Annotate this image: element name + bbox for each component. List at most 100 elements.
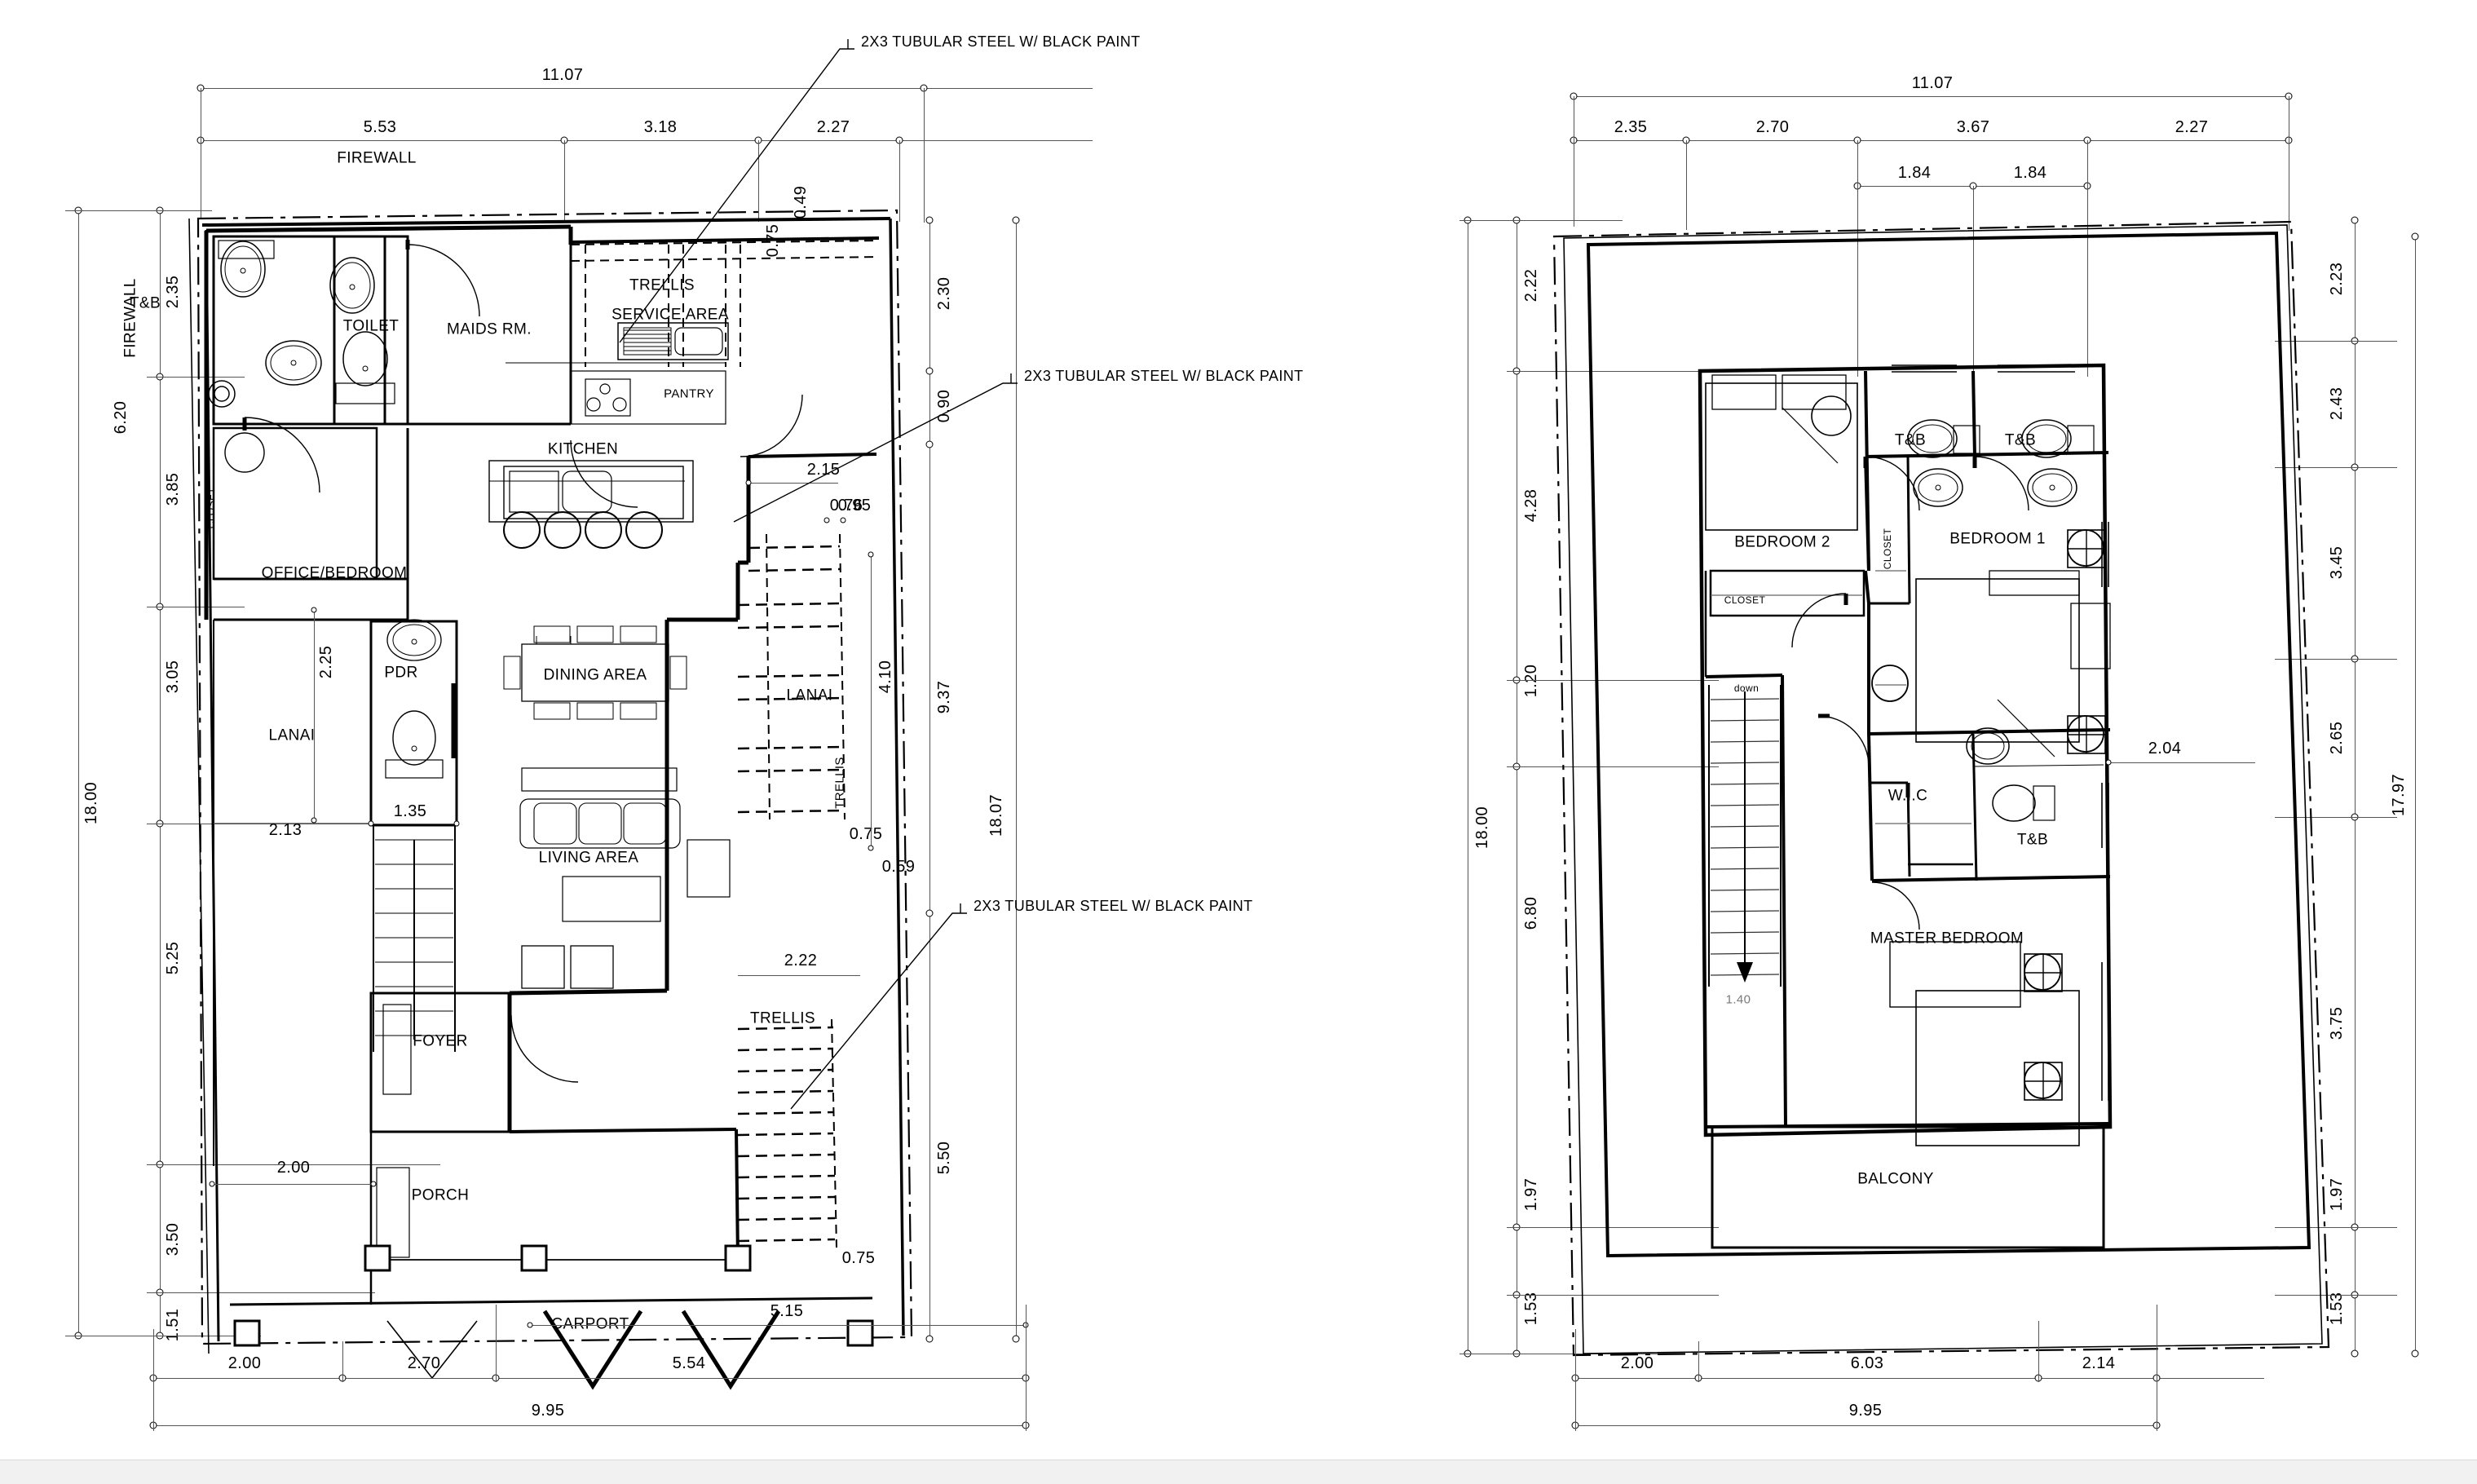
dim-line-right-overall xyxy=(1016,220,1017,1339)
dim-bot-secondary: 5.15 xyxy=(770,1302,804,1320)
dim2-left-5: 1.97 xyxy=(1522,1177,1540,1212)
dim-interior-225: 2.25 xyxy=(317,645,335,679)
dim-interior-135: 1.35 xyxy=(393,802,427,820)
dim2-line-bot-chain xyxy=(1575,1378,2264,1379)
room-label-2f-tb-2: T&B xyxy=(2004,431,2037,449)
room-label-trellis-1: TRELLIS xyxy=(629,276,695,294)
dim-bot-3: 5.54 xyxy=(672,1354,706,1372)
room-label-lanai-2: LANAI xyxy=(786,687,833,704)
room-label-bedroom-1: BEDROOM 1 xyxy=(1949,530,2046,548)
dim2-line-bot-overall xyxy=(1575,1425,2157,1426)
room-label-trellis-2: TRELLIS xyxy=(832,757,847,809)
page-bottom-band xyxy=(0,1460,2477,1484)
dim-line-left-chain xyxy=(160,210,161,1336)
dim-bot-2: 2.70 xyxy=(407,1354,441,1372)
dim2-right-4: 2.65 xyxy=(2328,721,2346,755)
dim-line-top-overall xyxy=(201,88,1093,89)
dim-line-right-chain xyxy=(929,220,930,1339)
room-label-master-bedroom: MASTER BEDROOM xyxy=(1870,930,2024,947)
dim2-right-overall: 17.97 xyxy=(2390,773,2408,817)
dim2-right-5: 3.75 xyxy=(2328,1006,2346,1040)
room-label-2f-tb-1: T&B xyxy=(1894,431,1927,449)
room-label-kitchen: KITCHEN xyxy=(547,440,619,458)
label-firewall-top: FIREWALL xyxy=(337,149,417,167)
room-label-porch: PORCH xyxy=(411,1186,470,1204)
room-label-foyer: FOYER xyxy=(413,1032,468,1050)
dim2-top-3: 3.67 xyxy=(1956,118,1990,136)
room-label-trellis-3: TRELLIS xyxy=(750,1009,815,1027)
dim2-right-3: 3.45 xyxy=(2328,545,2346,580)
note-tubular-steel-1: 2X3 TUBULAR STEEL W/ BLACK PAINT xyxy=(861,33,1141,50)
note-tubular-steel-3: 2X3 TUBULAR STEEL W/ BLACK PAINT xyxy=(974,898,1253,914)
dim-right-2: 0.90 xyxy=(935,389,953,423)
dim-interior-222: 2.22 xyxy=(784,952,818,969)
dim-left-4: 5.25 xyxy=(164,941,182,975)
dim-top-1: 5.53 xyxy=(363,118,397,136)
dim2-interior-204: 2.04 xyxy=(2148,740,2182,757)
room-label-lanai-1: LANAI xyxy=(268,727,316,744)
room-label-maids-rm: MAIDS RM. xyxy=(447,320,532,338)
dim-line-left-overall xyxy=(78,210,79,1336)
dim2-top-1: 2.35 xyxy=(1614,118,1648,136)
dim-bot-1: 2.00 xyxy=(227,1354,262,1372)
dim2-bot-overall: 9.95 xyxy=(1848,1402,1883,1420)
label-firewall-left: FIREWALL xyxy=(121,278,139,358)
dim2-right-6: 1.97 xyxy=(2328,1177,2346,1212)
stair-direction-label: down xyxy=(1733,682,1760,694)
room-label-2f-tb-3: T&B xyxy=(2016,831,2049,849)
room-label-tb-1: T&B xyxy=(129,294,161,312)
dim-right-overall: 18.07 xyxy=(987,793,1005,837)
dim-top-075: 0.75 xyxy=(764,223,782,258)
dim2-left-2: 4.28 xyxy=(1522,488,1540,523)
dim-interior-059: 0.59 xyxy=(881,858,916,876)
dim2-left-1: 2.22 xyxy=(1522,268,1540,303)
dim-interior-075a: 0.75 xyxy=(849,825,883,843)
room-label-pdr: PDR xyxy=(384,664,418,682)
room-label-toilet: TOILET xyxy=(342,317,400,335)
dim-right-1: 2.30 xyxy=(935,276,953,311)
room-label-closet-ground: CLOSET xyxy=(205,487,217,529)
room-label-2f-closet-1: CLOSET xyxy=(1724,594,1766,606)
dim2-right-1: 2.23 xyxy=(2328,262,2346,296)
dim-left-6: 1.51 xyxy=(164,1308,182,1342)
dim-top-overall: 11.07 xyxy=(541,66,584,84)
dim-line-top-chain xyxy=(201,140,1093,141)
dim2-left-6: 1.53 xyxy=(1522,1292,1540,1326)
dim2-line-right-chain xyxy=(2355,220,2356,1354)
dim-right-410: 4.10 xyxy=(876,660,894,694)
dim-interior-200: 2.00 xyxy=(276,1159,311,1177)
dim2-top-sub-2: 1.84 xyxy=(2013,164,2047,182)
dim-interior-215: 2.15 xyxy=(806,461,841,479)
room-label-wic: W.I.C xyxy=(1888,787,1928,805)
dim-right-3: 9.37 xyxy=(935,680,953,714)
dim2-line-right-overall xyxy=(2415,236,2416,1354)
dim2-right-7: 1.53 xyxy=(2328,1292,2346,1326)
dim-interior-075b: 0.75 xyxy=(841,1249,876,1267)
dim-left-group: 6.20 xyxy=(112,400,130,435)
dim-right-4: 5.50 xyxy=(935,1141,953,1175)
dim2-bot-1: 2.00 xyxy=(1620,1354,1654,1372)
dim-bot-overall: 9.95 xyxy=(531,1402,565,1420)
room-label-balcony: BALCONY xyxy=(1857,1170,1934,1188)
dim-line-bot-chain xyxy=(153,1378,1027,1379)
room-label-dining-area: DINING AREA xyxy=(543,666,647,684)
dim-top-3: 2.27 xyxy=(816,118,850,136)
room-label-office-bedroom: OFFICE/BEDROOM xyxy=(261,564,408,582)
dim2-left-4: 6.80 xyxy=(1522,896,1540,930)
dim-left-3: 3.05 xyxy=(164,660,182,694)
room-label-2f-closet-2: CLOSET xyxy=(1882,528,1893,570)
room-label-bedroom-2: BEDROOM 2 xyxy=(1734,533,1830,551)
dim-left-2: 3.85 xyxy=(164,472,182,506)
dim2-line-top-overall xyxy=(1574,96,2289,97)
dim2-left-3: 1.20 xyxy=(1522,664,1540,698)
room-label-service-area: SERVICE AREA xyxy=(612,306,729,324)
dim2-left-overall: 18.00 xyxy=(1473,806,1491,850)
dim2-top-2: 2.70 xyxy=(1755,118,1790,136)
dim-top-2: 3.18 xyxy=(643,118,678,136)
dim-top-049: 0.49 xyxy=(792,185,810,219)
dim-left-5: 3.50 xyxy=(164,1222,182,1257)
